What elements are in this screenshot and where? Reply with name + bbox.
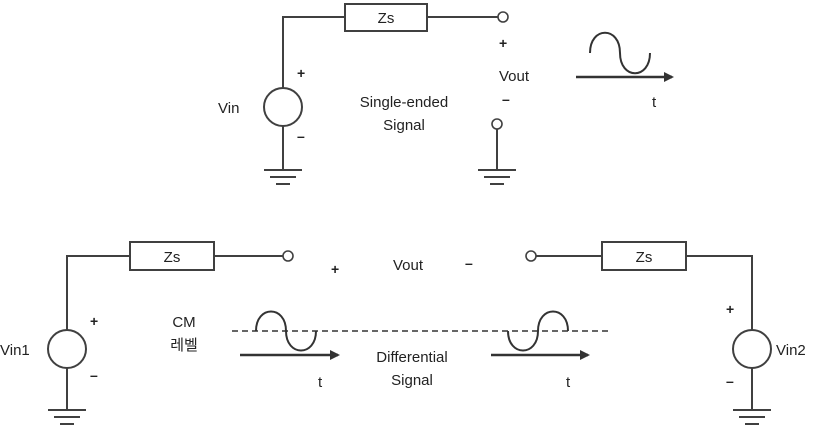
bottom-left-time-label: t — [318, 374, 323, 391]
top-source-minus: – — [297, 128, 305, 144]
bottom-output-label: Vout — [393, 257, 424, 274]
bottom-impedance-right-label: Zs — [636, 249, 653, 266]
top-voltage-source — [263, 87, 303, 127]
bottom-source-right-plus: + — [726, 301, 734, 317]
top-signal-line2: Signal — [383, 117, 425, 134]
bottom-signal-line1: Differential — [376, 349, 447, 366]
top-output-label: Vout — [499, 68, 530, 85]
bottom-left-sine-wave-icon — [255, 310, 317, 352]
top-source-plus: + — [297, 65, 305, 81]
top-time-label: t — [652, 94, 657, 111]
top-output-plus: + — [499, 35, 507, 51]
bottom-impedance-right-box — [601, 241, 687, 271]
bottom-source-right-minus: – — [726, 373, 734, 389]
bottom-source-left-plus: + — [90, 313, 98, 329]
bottom-right-time-label: t — [566, 374, 571, 391]
bottom-ground-right-icon — [733, 409, 771, 425]
top-source-label: Vin — [218, 100, 239, 117]
bottom-voltage-source-left — [47, 329, 87, 369]
bottom-cm-line1: CM — [172, 314, 195, 331]
bottom-source-right-label: Vin2 — [776, 342, 806, 359]
single-ended-circuit: Zs Vin + – + Vout – Single-ended Signal … — [218, 3, 674, 185]
top-sine-wave-icon — [589, 31, 651, 75]
bottom-wire-left — [66, 255, 130, 330]
bottom-cm-line2: 레벨 — [170, 337, 198, 354]
bottom-source-left-label: Vin1 — [0, 342, 30, 359]
bottom-right-sine-wave-icon — [507, 310, 569, 352]
bottom-output-terminal-left — [282, 250, 294, 262]
top-impedance-box — [344, 3, 428, 32]
bottom-impedance-left-box — [129, 241, 215, 271]
top-wire-left — [282, 16, 345, 88]
bottom-output-minus: – — [465, 255, 473, 271]
top-output-terminal-minus — [491, 118, 503, 130]
top-output-minus: – — [502, 91, 510, 107]
top-impedance-label: Zs — [378, 10, 395, 27]
top-ground-left-icon — [264, 169, 302, 185]
bottom-output-plus: + — [331, 261, 339, 277]
bottom-signal-line2: Signal — [391, 372, 433, 389]
bottom-output-terminal-right — [525, 250, 537, 262]
bottom-wire-right — [686, 255, 753, 330]
top-signal-line1: Single-ended — [360, 94, 448, 111]
bottom-impedance-left-label: Zs — [164, 249, 181, 266]
differential-circuit: Zs Zs + Vout – Vin1 + – Vin2 + – CM 레벨 D… — [0, 241, 806, 425]
bottom-voltage-source-right — [732, 329, 772, 369]
bottom-ground-left-icon — [48, 409, 86, 425]
bottom-source-left-minus: – — [90, 367, 98, 383]
top-ground-right-icon — [478, 169, 516, 185]
top-output-terminal-plus — [497, 11, 509, 23]
